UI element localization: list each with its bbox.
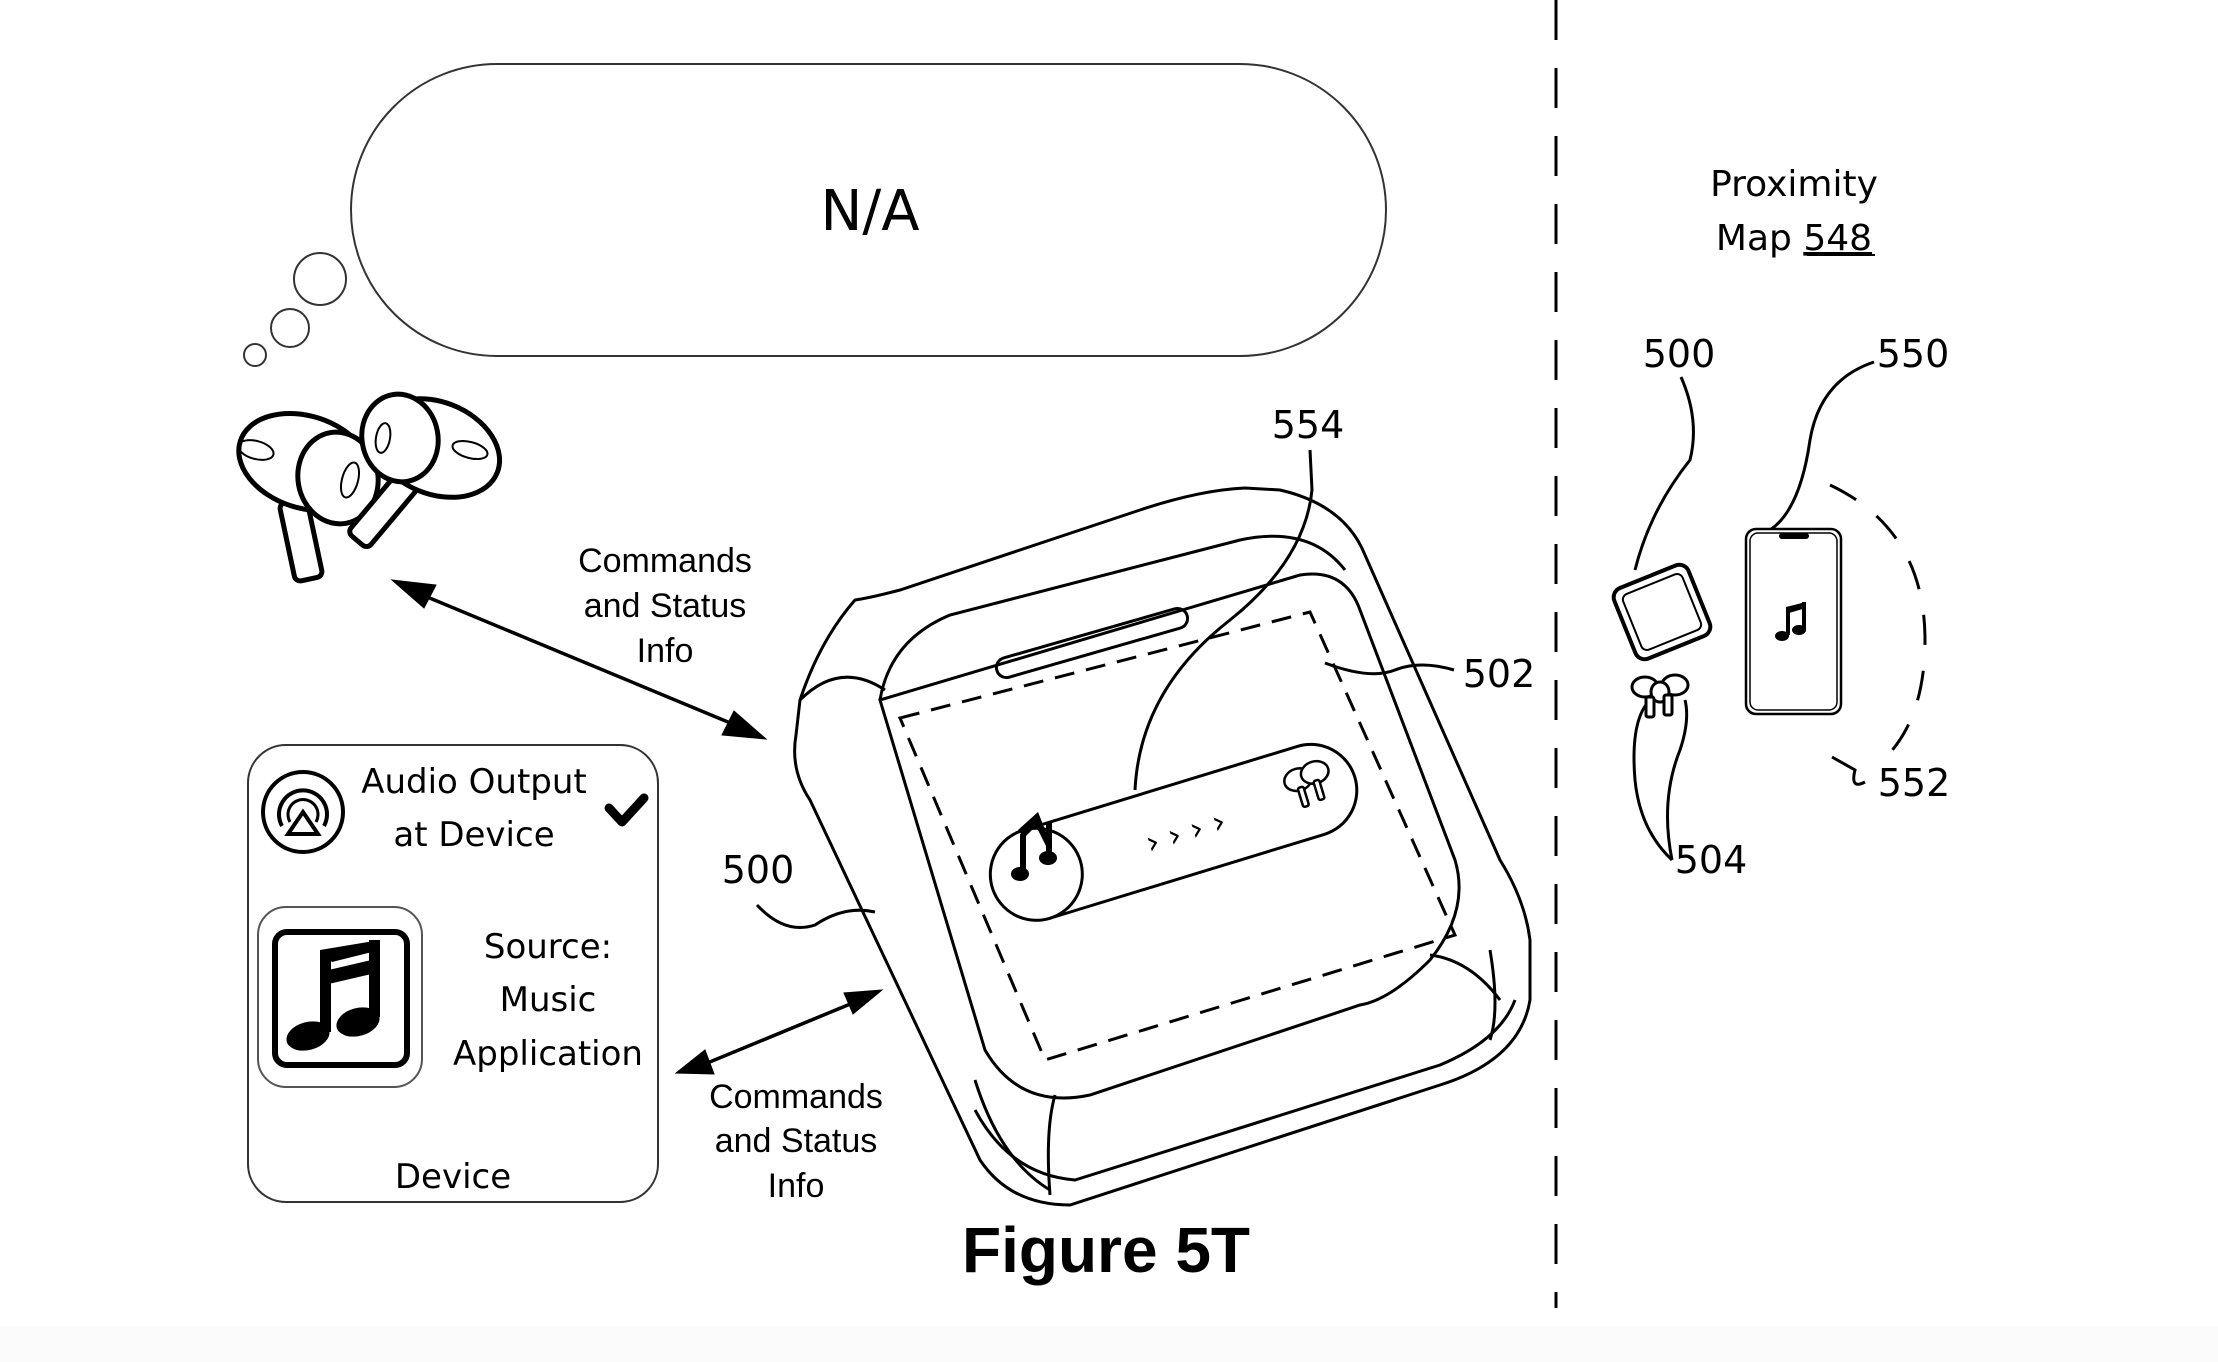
arrowhead-down-right (721, 710, 768, 740)
phone-map-icon (1744, 527, 1843, 716)
ref-502: 502 (1463, 652, 1536, 696)
music-note-icon (286, 940, 380, 1051)
ref-554: 554 (1272, 403, 1345, 447)
bottom-margin-strip (0, 1326, 2218, 1362)
case-display-area (897, 610, 1458, 1062)
ref-500-case: 500 (722, 848, 795, 892)
thought-bubble-text: N/A (820, 179, 919, 244)
ref-550-map: 550 (1877, 332, 1950, 376)
charging-case (793, 486, 1532, 1207)
case-map-icon (1611, 562, 1713, 662)
svg-text:and Status: and Status (715, 1122, 878, 1160)
source-label-line1: Source: (484, 927, 612, 967)
audio-output-row[interactable]: Audio Output at Device (261, 762, 649, 855)
svg-text:Commands: Commands (709, 1078, 883, 1116)
ref-500-map: 500 (1643, 332, 1716, 376)
arrowhead-left (674, 1049, 715, 1075)
leader-502 (1324, 661, 1455, 676)
right-earbud (347, 391, 503, 550)
figure-title: Figure 5T (962, 1214, 1250, 1286)
audio-output-label-line1: Audio Output (361, 762, 587, 802)
leader-500-case (755, 903, 876, 929)
thought-dot-medium (270, 308, 310, 348)
case-banner[interactable]: › › › › (979, 733, 1368, 932)
upper-double-arrow (390, 579, 768, 740)
phone-music-note-icon (1775, 602, 1806, 641)
left-earbud (236, 410, 381, 584)
earbuds-icon (236, 391, 503, 584)
lower-arrow-label: Commands and Status Info (709, 1078, 883, 1205)
lower-double-arrow (674, 989, 884, 1075)
source-row[interactable]: Source: Music Application (257, 906, 643, 1088)
proximity-range-arc (1829, 483, 1927, 762)
thought-bubble (243, 63, 1387, 367)
thought-dot-large (293, 252, 347, 306)
ref-504-map: 504 (1675, 838, 1748, 882)
case-banner-earbuds-icon (1283, 759, 1330, 809)
checkmark-icon (604, 793, 649, 827)
source-label-line3: Application (453, 1034, 643, 1074)
case-left-seam (798, 675, 886, 702)
proximity-map-title-line1: Proximity (1710, 164, 1878, 205)
case-banner-music-note-icon (1011, 812, 1057, 881)
case-outer-shell (793, 486, 1532, 1207)
thought-bubble-pill (350, 63, 1387, 357)
thought-dot-small (243, 343, 267, 367)
case-bottom-edge (973, 999, 1517, 1182)
proximity-map-title-line2: Map 548 (1716, 218, 1872, 259)
device-card-footer: Device (395, 1157, 511, 1197)
earbuds-map-icon (1630, 673, 1690, 719)
ref-552-map: 552 (1878, 761, 1951, 805)
leader-554 (1133, 449, 1314, 791)
device-card: Audio Output at Device Source: Music App… (247, 744, 659, 1203)
arrowhead-up-left (390, 579, 437, 609)
case-base-curve (973, 949, 1502, 1196)
proximity-map-ref: 548 (1803, 218, 1872, 259)
case-lid-top-curve (878, 534, 1347, 701)
airplay-audio-icon (261, 770, 345, 854)
svg-text:Info: Info (768, 1167, 825, 1205)
svg-text:Commands: Commands (578, 542, 752, 580)
svg-text:Info: Info (637, 632, 694, 670)
proximity-map-leaders (1632, 360, 1875, 862)
audio-output-label-line2: at Device (393, 815, 554, 855)
proximity-map: Proximity Map 548 500 550 552 504 (1611, 164, 1951, 882)
arrowhead-right (843, 989, 884, 1015)
svg-text:and Status: and Status (584, 587, 747, 625)
source-label-line2: Music (500, 980, 597, 1020)
upper-arrow-label: Commands and Status Info (578, 542, 752, 670)
case-lid (878, 572, 1461, 1100)
case-lid-slot (994, 606, 1190, 680)
